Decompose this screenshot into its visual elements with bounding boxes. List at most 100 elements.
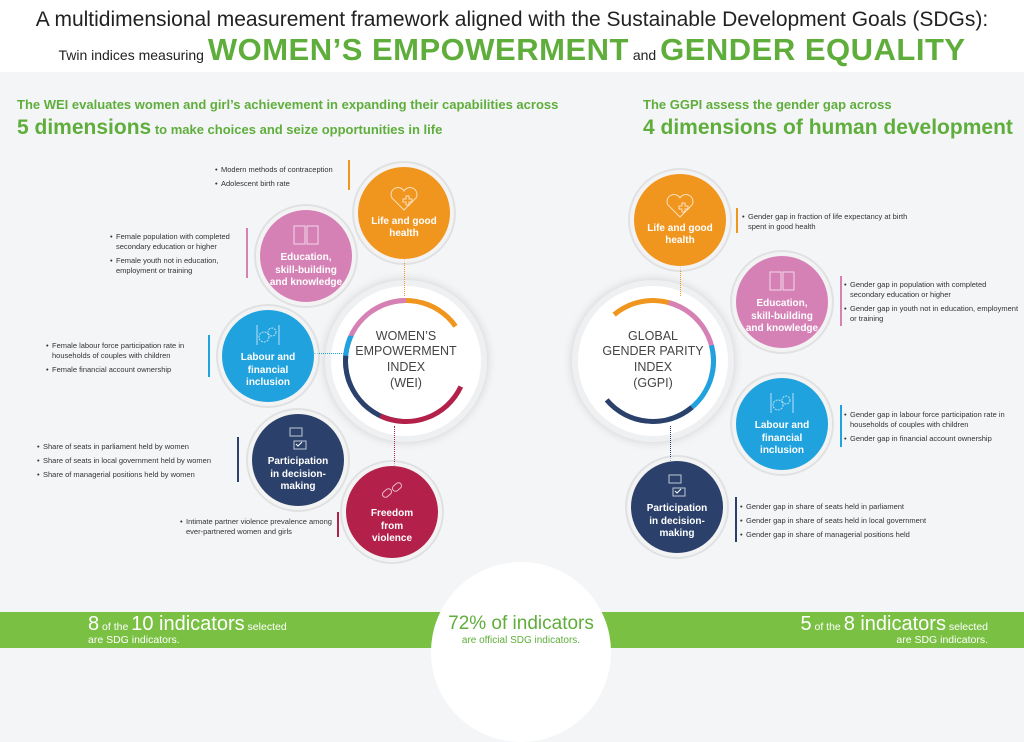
dim-label: Labour and financial inclusion xyxy=(240,352,296,389)
indicator: Female population with completed seconda… xyxy=(110,232,250,252)
divider xyxy=(246,228,248,278)
footer-text: of the xyxy=(811,621,844,633)
divider xyxy=(840,276,842,326)
indicator: Gender gap in share of seats held in par… xyxy=(740,502,960,512)
ggpi-title-line: GENDER PARITY xyxy=(602,344,704,359)
header xyxy=(0,0,1024,72)
divider xyxy=(337,512,339,537)
divider xyxy=(840,405,842,447)
dim-label: Life and good health xyxy=(647,222,713,247)
connector xyxy=(680,263,681,296)
footer-number: 10 indicators xyxy=(131,613,245,635)
wei-labour-indicators: Female labour force participation rate i… xyxy=(46,341,206,379)
footer-center-big: 72% of indicators xyxy=(448,613,594,634)
indicator: Gender gap in share of seats held in loc… xyxy=(740,516,960,526)
indicator: Gender gap in share of managerial positi… xyxy=(740,530,960,540)
subtitle-wei: WOMEN’S EMPOWERMENT xyxy=(207,32,629,67)
wei-violence-indicators: Intimate partner violence prevalence amo… xyxy=(180,517,335,541)
indicator: Gender gap in labour force participation… xyxy=(844,410,1024,430)
indicator: Female labour force participation rate i… xyxy=(46,341,206,361)
footer-number: 5 xyxy=(800,613,812,635)
subtitle-prefix: Twin indices measuring xyxy=(58,47,204,63)
footer-center-bg xyxy=(431,562,611,742)
indicator: Share of seats in local government held … xyxy=(37,456,237,466)
wei-dim-education[interactable]: Education, skill-building and knowledge xyxy=(260,210,352,302)
connector xyxy=(404,246,405,296)
book-icon xyxy=(293,225,319,245)
wei-intro-line: The WEI evaluates women and girl’s achie… xyxy=(17,97,559,112)
connector xyxy=(394,426,395,466)
ggpi-dim-participation[interactable]: Participation in decision-making xyxy=(631,461,723,553)
wei-education-indicators: Female population with completed seconda… xyxy=(110,232,250,281)
indicator: Share of seats in parliament held by wom… xyxy=(37,442,237,452)
wei-intro-rest: to make choices and seize opportunities … xyxy=(151,121,443,137)
footer-text: selected xyxy=(244,621,287,633)
heart-plus-icon xyxy=(390,186,418,211)
ggpi-dim-labour[interactable]: Labour and financial inclusion xyxy=(736,378,828,470)
ggpi-intro: The GGPI assess the gender gap across 4 d… xyxy=(643,97,1013,141)
dim-label: Education, skill-building and knowledge xyxy=(269,252,343,289)
dim-label: Participation in decision-making xyxy=(267,456,329,493)
indicator: Adolescent birth rate xyxy=(215,179,350,189)
wei-intro: The WEI evaluates women and girl’s achie… xyxy=(17,97,558,141)
footer-text: are SDG indicators. xyxy=(88,634,180,646)
broken-chain-icon xyxy=(381,482,403,499)
indicator: Gender gap in fraction of life expectanc… xyxy=(742,212,912,232)
ggpi-dim-life[interactable]: Life and good health xyxy=(634,174,726,266)
gears-icon xyxy=(256,325,280,346)
ggpi-intro-bold: 4 dimensions of human development xyxy=(643,115,1013,139)
ggpi-intro-line: The GGPI assess the gender gap across xyxy=(643,97,892,112)
connector xyxy=(314,353,348,354)
dim-label: Education, skill-building and knowledge xyxy=(745,298,819,335)
ggpi-hub xyxy=(572,280,734,442)
footer-left: 8 of the 10 indicators selected are SDG i… xyxy=(88,614,287,646)
footer-center-text: are official SDG indicators. xyxy=(461,634,581,646)
wei-title-line: (WEI) xyxy=(390,375,422,390)
arc-blue xyxy=(343,335,469,387)
wei-title-line: WOMEN’S xyxy=(375,328,437,343)
subtitle-and: and xyxy=(632,47,657,63)
indicator: Gender gap in financial account ownershi… xyxy=(844,434,1024,444)
divider xyxy=(735,497,737,542)
main-title: A multidimensional measurement framework… xyxy=(35,8,989,31)
wei-dim-violence[interactable]: Freedom from violence xyxy=(346,466,438,558)
dim-label: Participation in decision-making xyxy=(646,503,708,540)
dim-label: Freedom from violence xyxy=(370,508,414,545)
wei-life-indicators: Modern methods of contraceptionAdolescen… xyxy=(215,165,350,193)
indicator: Female financial account ownership xyxy=(46,365,206,375)
ggpi-life-indicators: Gender gap in fraction of life expectanc… xyxy=(742,212,912,236)
subtitle: Twin indices measuring WOMEN’S EMPOWERME… xyxy=(0,32,1024,68)
book-icon xyxy=(769,271,795,291)
footer-number: 8 xyxy=(88,613,100,635)
indicator: Modern methods of contraception xyxy=(215,165,350,175)
ggpi-dim-education[interactable]: Education, skill-building and knowledge xyxy=(736,256,828,348)
heart-plus-icon xyxy=(666,193,694,218)
decision-icon xyxy=(289,427,307,450)
footer-number: 8 indicators xyxy=(843,613,946,635)
divider xyxy=(237,437,239,482)
wei-dim-participation[interactable]: Participation in decision-making xyxy=(252,414,344,506)
indicator: Share of managerial positions held by wo… xyxy=(37,470,237,480)
dim-label: Labour and financial inclusion xyxy=(754,420,810,457)
wei-dim-life[interactable]: Life and good health xyxy=(358,167,450,259)
ggpi-participation-indicators: Gender gap in share of seats held in par… xyxy=(740,502,960,544)
indicator: Gender gap in youth not in education, em… xyxy=(844,304,1019,324)
ggpi-title-line: (GGPI) xyxy=(633,375,673,390)
footer-text: of the xyxy=(99,621,132,633)
divider xyxy=(348,160,350,190)
ggpi-education-indicators: Gender gap in population with completed … xyxy=(844,280,1019,329)
subtitle-ggpi: GENDER EQUALITY xyxy=(660,32,966,67)
gears-icon xyxy=(770,393,794,414)
wei-dim-labour[interactable]: Labour and financial inclusion xyxy=(222,310,314,402)
wei-title-line: EMPOWERMENT xyxy=(355,344,457,359)
indicator: Intimate partner violence prevalence amo… xyxy=(180,517,335,537)
wei-participation-indicators: Share of seats in parliament held by wom… xyxy=(37,442,237,484)
wei-title-line: INDEX xyxy=(386,360,426,374)
ggpi-title-line: GLOBAL xyxy=(627,328,679,343)
ggpi-title-line: INDEX xyxy=(633,360,673,374)
wei-intro-bold: 5 dimensions xyxy=(17,115,152,139)
divider xyxy=(208,335,210,377)
